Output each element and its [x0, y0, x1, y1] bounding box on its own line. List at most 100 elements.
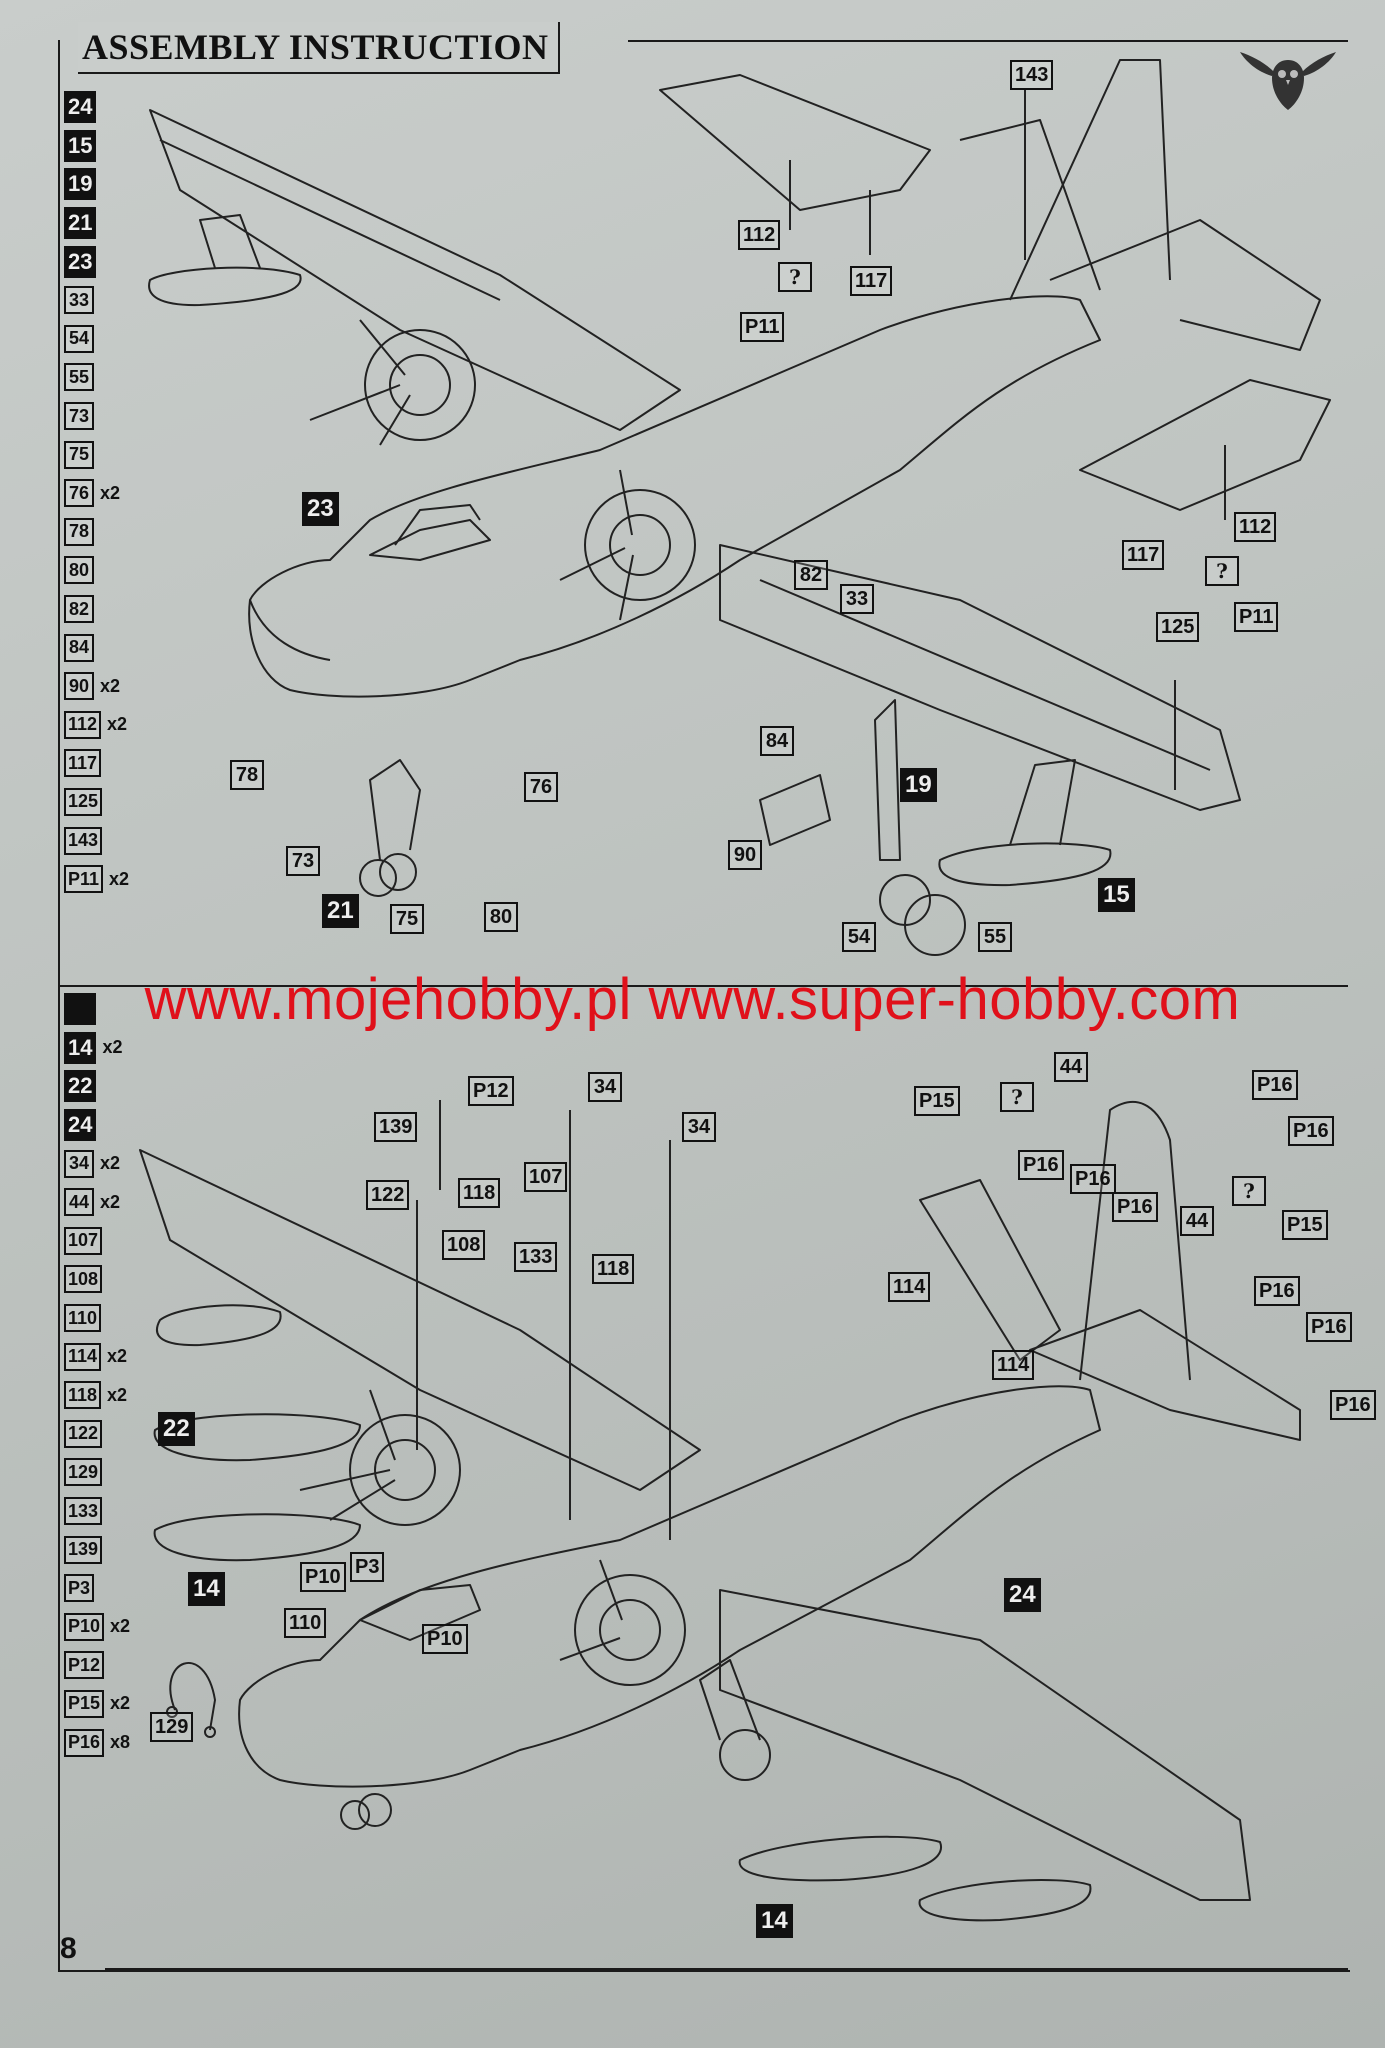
callout-label: 114: [992, 1350, 1035, 1380]
part-number-box: 110: [64, 1304, 102, 1333]
part-number-box: 55: [64, 363, 94, 392]
part-number-box: 90: [64, 672, 94, 701]
part-quantity: x2: [100, 482, 121, 503]
callout-label: 118: [458, 1178, 501, 1208]
part-number-box: 76: [64, 479, 94, 508]
callout-label: 118: [592, 1254, 635, 1284]
part-quantity: x2: [100, 675, 121, 696]
step-reference-badge: 23: [64, 245, 97, 278]
parts-list-item: 33: [64, 281, 129, 320]
callout-label: 44: [1180, 1206, 1214, 1236]
callout-label: 75: [390, 904, 424, 934]
callout-label: 34: [588, 1072, 622, 1102]
parts-list-item: P12: [64, 1646, 130, 1685]
part-number-box: 54: [64, 324, 94, 353]
part-number-box: 108: [64, 1265, 103, 1294]
part-number-box: 117: [64, 749, 102, 778]
part-quantity: x2: [107, 1346, 128, 1367]
part-number-box: 44: [64, 1188, 94, 1217]
parts-list-item: [64, 990, 130, 1029]
part-number-box: 112: [64, 710, 102, 739]
callout-label: 84: [760, 726, 794, 756]
callout-label: 90: [728, 840, 762, 870]
parts-list-item: 15: [64, 127, 129, 166]
parts-list-item: 73: [64, 397, 129, 436]
part-number-box: 107: [64, 1226, 103, 1255]
part-number-box: 33: [64, 286, 94, 315]
part-quantity: x8: [110, 1732, 131, 1753]
part-number-box: 129: [64, 1458, 103, 1487]
callout-label: P15: [914, 1086, 960, 1116]
parts-list-item: 75: [64, 435, 129, 474]
parts-list-item: 23: [64, 242, 129, 281]
part-quantity: x2: [109, 868, 130, 889]
callout-label: ?: [1232, 1176, 1266, 1206]
part-number-box: P3: [64, 1574, 95, 1603]
callout-label: P16: [1254, 1276, 1300, 1306]
callout-label: 15: [1098, 878, 1135, 912]
parts-list-item: 125: [64, 783, 129, 822]
callout-label: P16: [1018, 1150, 1064, 1180]
parts-list-item: 122: [64, 1415, 130, 1454]
parts-list-item: 107: [64, 1222, 130, 1261]
part-number-box: P12: [64, 1651, 105, 1680]
part-number-box: 80: [64, 556, 94, 585]
callout-label: 14: [188, 1572, 225, 1606]
callout-label: 23: [302, 492, 339, 526]
callout-label: 22: [158, 1412, 195, 1446]
part-quantity: x2: [110, 1693, 131, 1714]
watermark-text: www.mojehobby.pl www.super-hobby.com: [144, 967, 1241, 1032]
callout-label: ?: [1000, 1082, 1034, 1112]
callout-label: 107: [524, 1162, 568, 1192]
step-reference-badge: 19: [64, 168, 97, 201]
page-number: 8: [60, 1932, 77, 1965]
callout-label: ?: [1205, 556, 1239, 586]
callout-label: 19: [900, 768, 937, 802]
parts-list-item: 78: [64, 513, 129, 552]
step-reference-badge: 14: [64, 1031, 97, 1064]
part-quantity: x2: [100, 1153, 121, 1174]
step-reference-badge: 24: [64, 91, 97, 124]
parts-list-item: 22: [64, 1067, 130, 1106]
owl-logo: [1240, 52, 1336, 110]
part-number-box: 114: [64, 1342, 102, 1371]
part-number-box: 82: [64, 595, 94, 624]
callout-label: 122: [366, 1180, 410, 1210]
callout-label: P11: [740, 312, 785, 342]
part-number-box: 73: [64, 402, 94, 431]
callout-label: 112: [1234, 512, 1277, 542]
callout-label: 21: [322, 894, 359, 928]
part-quantity: x2: [107, 714, 128, 735]
callout-label: P10: [300, 1562, 346, 1592]
part-number-box: P16: [64, 1728, 105, 1757]
callout-label: 114: [888, 1272, 931, 1302]
parts-list-item: 80: [64, 551, 129, 590]
parts-list-item: 110: [64, 1299, 130, 1338]
callout-label: 55: [978, 922, 1012, 952]
part-number-box: 84: [64, 633, 94, 662]
callout-label: P16: [1306, 1312, 1352, 1342]
callout-label: 133: [514, 1242, 558, 1272]
parts-list-item: P3: [64, 1569, 130, 1608]
callout-label: P16: [1112, 1192, 1158, 1222]
callout-label: 139: [374, 1112, 418, 1142]
callout-label: P3: [350, 1552, 385, 1582]
callout-label: 54: [842, 922, 876, 952]
callout-label: P15: [1282, 1210, 1328, 1240]
callout-label: 14: [756, 1904, 793, 1938]
callout-label: 73: [286, 846, 320, 876]
step-reference-badge: 21: [64, 207, 97, 240]
callout-label: 82: [794, 560, 828, 590]
part-quantity: x2: [100, 1191, 121, 1212]
callout-label: 112: [738, 220, 781, 250]
step-reference-badge: 15: [64, 129, 97, 162]
part-number-box: 118: [64, 1381, 102, 1410]
